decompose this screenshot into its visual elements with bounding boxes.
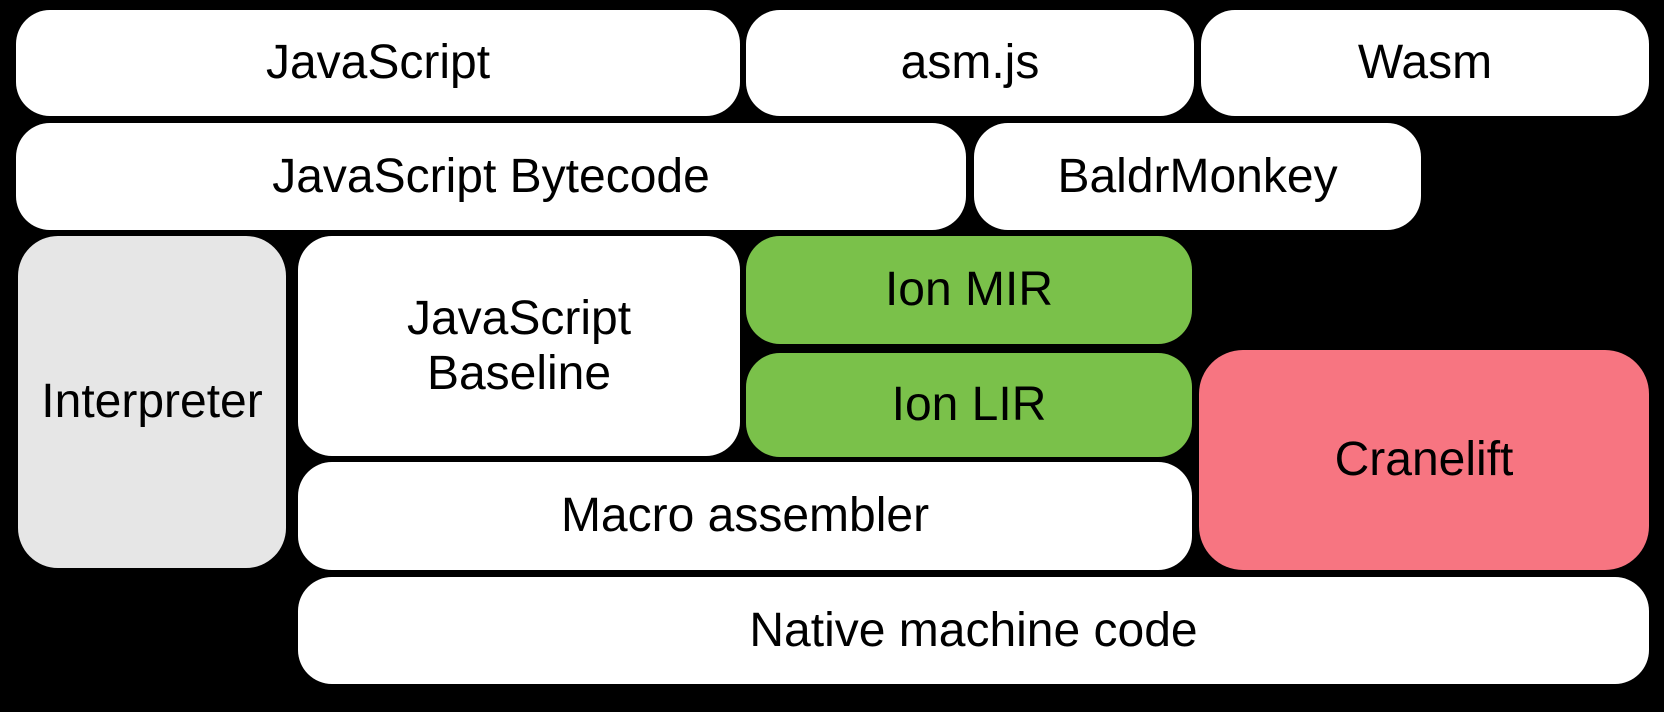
box-cranelift-label: Cranelift: [1334, 433, 1514, 487]
box-javascript-bytecode-label: JavaScript Bytecode: [272, 149, 710, 203]
box-ion-lir: Ion LIR: [746, 353, 1192, 457]
box-ion-mir-label: Ion MIR: [884, 263, 1054, 317]
box-interpreter-label: Interpreter: [41, 375, 263, 429]
box-native-machine-code-label: Native machine code: [749, 603, 1198, 657]
box-asmjs-label: asm.js: [900, 36, 1040, 90]
box-interpreter: Interpreter: [18, 236, 286, 568]
box-javascript-bytecode: JavaScript Bytecode: [16, 123, 966, 230]
box-javascript-label: JavaScript: [265, 36, 491, 90]
box-javascript-baseline-line1: JavaScript: [406, 291, 632, 345]
box-baldrmonkey-label: BaldrMonkey: [1057, 149, 1338, 203]
box-macro-assembler: Macro assembler: [298, 462, 1192, 570]
box-wasm: Wasm: [1201, 10, 1649, 116]
box-ion-lir-label: Ion LIR: [891, 378, 1047, 432]
box-macro-assembler-label: Macro assembler: [560, 489, 930, 543]
box-cranelift: Cranelift: [1199, 350, 1649, 570]
box-wasm-label: Wasm: [1357, 36, 1493, 90]
box-ion-mir: Ion MIR: [746, 236, 1192, 344]
box-asmjs: asm.js: [746, 10, 1194, 116]
box-javascript: JavaScript: [16, 10, 740, 116]
box-native-machine-code: Native machine code: [298, 577, 1649, 684]
box-baldrmonkey: BaldrMonkey: [974, 123, 1421, 230]
box-javascript-baseline-line2: Baseline: [426, 347, 612, 400]
box-javascript-baseline: JavaScript Baseline: [298, 236, 740, 456]
